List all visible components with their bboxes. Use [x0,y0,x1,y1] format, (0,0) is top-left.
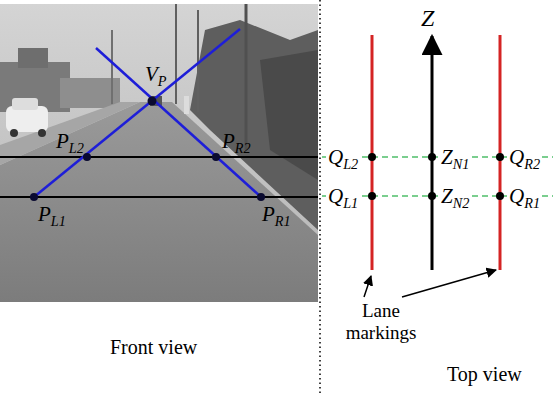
point-label: ZN2 [439,184,471,210]
point-label: PR1 [262,202,291,228]
point-label: QR1 [507,184,542,210]
leader-arrows [364,270,496,297]
point-label: PL2 [56,129,84,155]
point-label: QL2 [326,145,360,171]
view-caption: Top view [447,362,522,386]
lane-marking-lines [372,35,500,270]
point-label: ZN1 [439,145,471,171]
view-caption: Front view [110,335,197,359]
axis-label: Z [421,5,434,31]
point-label: QR2 [507,145,542,171]
image-points [30,97,265,202]
point-label: VP [145,62,167,88]
point-label: QL1 [326,184,360,210]
callout-label: Lane markings [331,300,431,344]
point-label: PL1 [38,202,66,228]
point-label: PR2 [222,129,251,155]
view-separator [319,0,321,396]
road-photo [0,4,318,302]
lane-fit-lines [34,29,261,197]
ground-points [368,153,504,200]
scan-lines [0,157,318,197]
